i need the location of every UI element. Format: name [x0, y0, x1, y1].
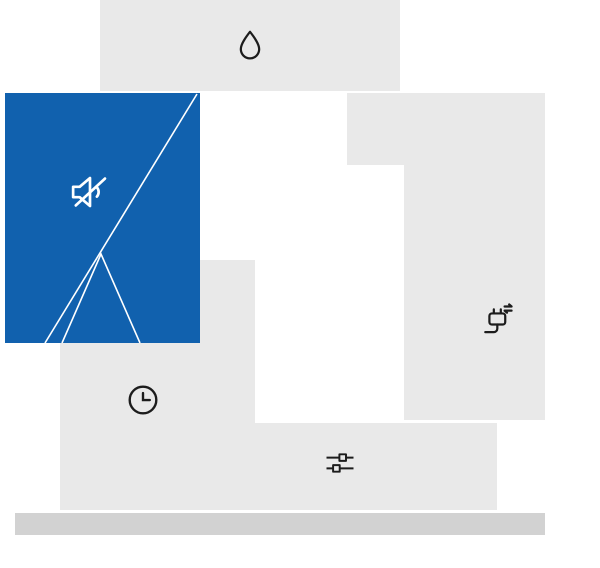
tile-water[interactable]: [100, 0, 400, 91]
tile-plug[interactable]: [404, 93, 545, 420]
plug-sync-icon: [478, 303, 516, 341]
clock-icon: [124, 381, 162, 419]
sliders-icon: [322, 445, 358, 481]
speaker-mute-icon: [67, 169, 113, 215]
ribbon-graphic: [44, 93, 198, 343]
tile-settings[interactable]: [200, 423, 497, 510]
water-drop-icon: [231, 27, 269, 65]
tile-mute[interactable]: [5, 93, 200, 343]
bottom-bar: [15, 513, 545, 535]
